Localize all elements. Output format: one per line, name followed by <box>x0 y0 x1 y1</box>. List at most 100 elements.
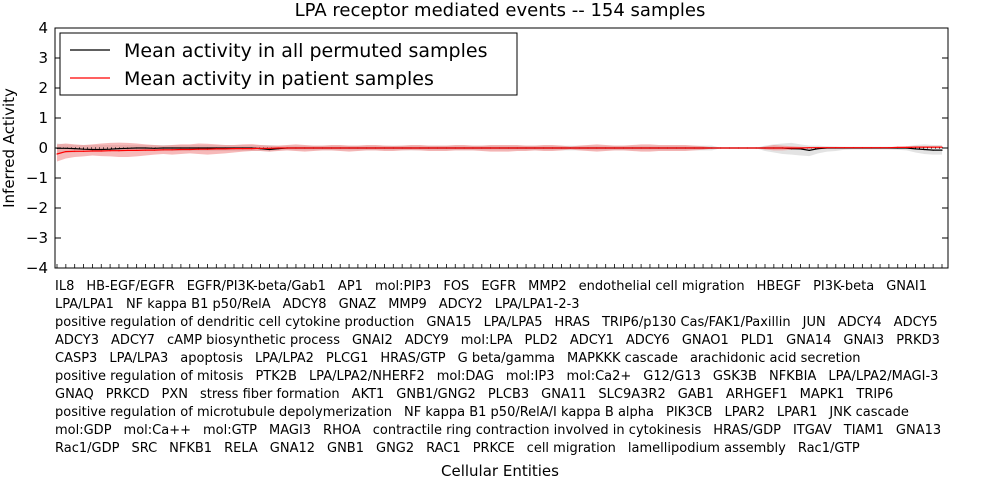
legend: Mean activity in all permuted samples Me… <box>59 32 518 96</box>
x-tick-label: ADCY1 <box>569 333 614 348</box>
patient-point <box>914 146 917 148</box>
x-tick-label: MAPK1 <box>799 387 845 402</box>
patient-point <box>286 147 288 149</box>
x-tick-label: IL8 <box>55 279 75 294</box>
x-tick-label: NF kappa B1 p50/RelA <box>125 297 271 312</box>
patient-point <box>675 147 678 149</box>
patient-point <box>472 147 474 149</box>
plot-frame <box>54 27 949 269</box>
x-tick-label: PXN <box>161 387 188 402</box>
patient-point <box>861 147 863 149</box>
x-tick-label: EGFR <box>481 279 517 294</box>
x-tick-label: ADCY5 <box>893 315 938 330</box>
x-tick-label: LPA/LPA5 <box>483 315 543 330</box>
patient-point <box>463 147 465 149</box>
x-tick-label: apoptosis <box>180 351 243 366</box>
patient-point <box>817 147 819 149</box>
x-tick-label: MMP2 <box>528 279 567 294</box>
x-tick-label: LPA/LPA1 <box>55 297 114 312</box>
patient-point <box>605 147 607 149</box>
patient-point <box>74 150 76 152</box>
patient-point <box>640 147 642 149</box>
x-tick-label: ADCY4 <box>837 315 882 330</box>
patient-point <box>516 147 518 149</box>
x-tick-label: GNA14 <box>786 333 832 348</box>
patient-point <box>658 147 660 149</box>
x-tick-label: LPAR2 <box>724 405 765 420</box>
y-tick-label: 0 <box>38 139 48 157</box>
patient-point <box>304 147 306 149</box>
patient-point <box>118 150 120 152</box>
x-tick-label: NF kappa B1 p50/RelA/I kappa B alpha <box>404 405 654 420</box>
x-tick-label: PLD1 <box>740 333 775 348</box>
x-tick-label: ADCY7 <box>110 333 155 348</box>
patient-point <box>91 150 93 152</box>
x-tick-label: HRAS/GTP <box>380 351 446 366</box>
patient-point <box>171 149 173 151</box>
x-tick-label: GNA15 <box>426 315 472 330</box>
patient-point <box>711 147 713 149</box>
patient-point <box>923 146 925 148</box>
legend-box <box>59 32 518 96</box>
patient-point <box>268 147 270 149</box>
x-tick-label: ARHGEF1 <box>725 387 788 402</box>
x-tick-label: SLC9A3R2 <box>598 387 666 402</box>
x-axis-label: Cellular Entities <box>441 462 559 480</box>
patient-point <box>490 147 492 149</box>
x-tick-label: GNB1/GNG2 <box>396 387 476 402</box>
patient-point <box>153 149 155 151</box>
patient-point <box>454 147 456 149</box>
permuted-point <box>923 148 925 151</box>
patient-point <box>375 147 377 149</box>
patient-point <box>534 147 536 149</box>
patient-point <box>844 147 846 149</box>
permuted-point <box>74 148 76 150</box>
patient-point <box>569 147 571 149</box>
patient-point <box>339 147 341 149</box>
x-tick-label: LPA/LPA2/NHERF2 <box>308 369 425 384</box>
patient-point <box>206 148 209 150</box>
x-tick-label: GNA13 <box>895 423 942 438</box>
patient-point <box>596 147 598 149</box>
patient-point <box>870 147 872 149</box>
x-tick-label: PIK3CB <box>665 405 713 420</box>
x-tick-label: HRAS <box>554 315 590 330</box>
x-tick-label: EGFR/PI3K-beta/Gab1 <box>186 279 326 294</box>
patient-point <box>888 147 890 149</box>
patient-point <box>348 147 350 149</box>
patient-point <box>56 153 58 155</box>
patient-point <box>144 149 147 151</box>
series-lines <box>55 146 948 155</box>
patient-point <box>835 147 837 149</box>
x-ticks <box>56 264 943 268</box>
patient-point <box>419 147 421 149</box>
permuted-point <box>82 148 85 150</box>
x-tick-label: PLCG1 <box>325 351 369 366</box>
patient-point <box>215 148 217 150</box>
legend-label-patient: Mean activity in patient samples <box>124 68 434 90</box>
patient-point <box>295 147 297 149</box>
x-tick-label: mol:DAG <box>436 369 494 384</box>
y-tick-label: 4 <box>38 19 48 37</box>
x-tick-label: Rac1/GDP <box>55 441 120 456</box>
patient-point <box>189 148 191 151</box>
patient-point <box>436 147 439 149</box>
patient-point <box>578 147 580 149</box>
x-tick-label: PRKCE <box>472 441 515 456</box>
patient-point <box>428 147 430 149</box>
x-tick-label: MMP9 <box>388 297 427 312</box>
patient-point <box>445 147 447 149</box>
y-tick-label: −2 <box>26 199 48 217</box>
x-tick-label: mol:LPA <box>460 333 513 348</box>
patient-point <box>702 147 704 149</box>
patient-point <box>649 147 651 149</box>
patient-point <box>941 146 943 148</box>
patient-point <box>764 147 766 149</box>
x-tick-label: TRIP6/p130 Cas/FAK1/Paxillin <box>601 315 791 330</box>
x-tick-label: cell migration <box>526 441 616 456</box>
x-tick-label: positive regulation of dendritic cell cy… <box>55 315 415 330</box>
permuted-point <box>136 147 138 149</box>
patient-point <box>667 147 669 149</box>
patient-point <box>906 146 908 148</box>
